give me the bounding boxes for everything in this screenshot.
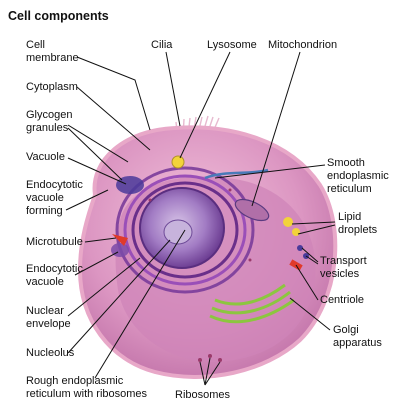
- microtubule-shape: [112, 234, 128, 246]
- leader-lines: [65, 51, 336, 386]
- ribosome-dots: [148, 188, 252, 362]
- label-lipid-droplets: Lipid droplets: [338, 211, 378, 236]
- label-glycogen-granules: Glycogen granules: [26, 109, 76, 134]
- nucleolus-shape: [163, 219, 193, 245]
- rough-er-shape: [115, 166, 255, 294]
- label-lysosome: Lysosome: [207, 39, 257, 51]
- label-ribosomes: Ribosomes: [175, 389, 231, 401]
- lipid-droplet-shape: [283, 217, 293, 227]
- lipid-droplet-shape-2: [292, 228, 300, 236]
- label-golgi-apparatus: Golgi apparatus: [333, 324, 382, 349]
- label-cilia: Cilia: [151, 39, 173, 51]
- label-smooth-er: Smooth endoplasmic reticulum: [327, 157, 392, 195]
- lysosome-shape: [171, 155, 185, 169]
- diagram-title: Cell components: [8, 9, 109, 23]
- labels: Cell membrane Cilia Lysosome Mitochondri…: [26, 39, 392, 401]
- label-centriole: Centriole: [320, 294, 364, 306]
- label-rough-er: Rough endoplasmic reticulum with ribosom…: [26, 375, 148, 400]
- mitochondrion-shape: [234, 198, 270, 222]
- label-cytoplasm: Cytoplasm: [26, 81, 78, 93]
- label-vacuole: Vacuole: [26, 151, 65, 163]
- label-endocytotic-vacuole: Endocytotic vacuole: [26, 263, 86, 288]
- transport-vesicle-shape: [297, 245, 303, 251]
- cell-illustration: [77, 115, 338, 379]
- vacuole-shape: [116, 176, 144, 194]
- label-transport-vesicles: Transport vesicles: [320, 255, 370, 280]
- label-nuclear-envelope: Nuclear envelope: [26, 305, 71, 330]
- label-endocytotic-vacuole-forming: Endocytotic vacuole forming: [26, 179, 86, 217]
- label-microtubule: Microtubule: [26, 236, 83, 248]
- golgi-shape: [209, 283, 295, 324]
- endocytotic-vacuole-shape: [111, 243, 129, 257]
- label-cell-membrane: Cell membrane: [26, 39, 79, 64]
- label-nucleolus: Nucleolus: [26, 347, 75, 359]
- label-mitochondrion: Mitochondrion: [268, 39, 337, 51]
